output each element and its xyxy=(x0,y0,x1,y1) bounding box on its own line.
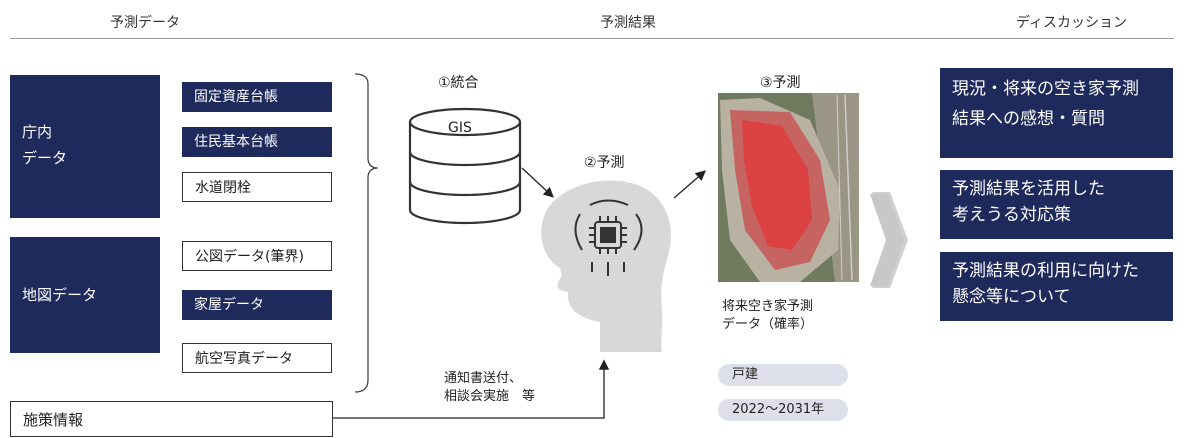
prediction-map-image xyxy=(718,93,859,282)
tag-detached: 戸建 xyxy=(718,364,848,386)
database-icon xyxy=(408,107,522,225)
database-label: GIS xyxy=(448,120,472,136)
group-internal-data: 庁内 データ xyxy=(10,75,160,218)
notice-text: 通知書送付、 相談会実施 等 xyxy=(444,371,536,404)
step-predict-ai-label: ②予測 xyxy=(584,155,625,171)
discussion-item-countermeasures: 予測結果を活用した 考えうる対応策 xyxy=(940,170,1173,239)
map-caption: 将来空き家予測 データ（確率） xyxy=(722,299,814,332)
step-predict-map-label: ③予測 xyxy=(760,75,801,91)
tag-period: 2022〜2031年 xyxy=(718,399,848,421)
data-item-fixed-asset: 固定資産台帳 xyxy=(182,82,332,112)
arrow-ai-to-map xyxy=(673,170,706,199)
data-item-aerial: 航空写真データ xyxy=(182,343,332,373)
data-item-cadastral: 公図データ(筆界) xyxy=(182,241,332,271)
brace xyxy=(354,73,379,393)
ai-head-icon xyxy=(541,180,671,352)
discussion-item-concerns: 予測結果の利用に向けた 懸念等について xyxy=(940,252,1173,321)
header-divider xyxy=(10,38,1174,39)
header-data: 予測データ xyxy=(110,15,180,31)
arrow-db-to-ai xyxy=(521,167,554,198)
discussion-item-impressions: 現況・将来の空き家予測 結果への感想・質問 xyxy=(940,68,1173,158)
data-item-water: 水道閉栓 xyxy=(182,172,332,202)
chip-icon xyxy=(574,199,643,276)
header-discussion: ディスカッション xyxy=(1016,15,1128,31)
group-map-data: 地図データ xyxy=(10,237,160,353)
arrow-policy-to-ai xyxy=(333,359,610,419)
data-item-resident: 住民基本台帳 xyxy=(182,127,332,157)
header-result: 予測結果 xyxy=(600,15,656,31)
data-item-house: 家屋データ xyxy=(182,290,332,320)
step-integrate-label: ①統合 xyxy=(438,75,479,91)
